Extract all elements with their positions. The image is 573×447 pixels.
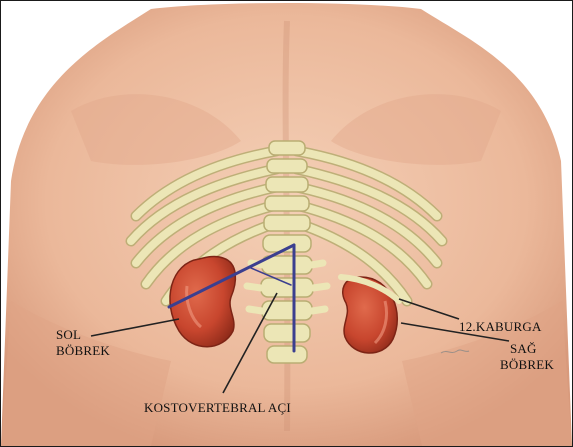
costovertebral-angle-label: KOSTOVERTEBRAL AÇI	[144, 400, 291, 416]
left-kidney-label: SOL BÖBREK	[56, 327, 110, 359]
rib-label: 12.KABURGA	[459, 319, 542, 335]
left-kidney-label-line2: BÖBREK	[56, 343, 110, 359]
right-kidney-label: SAĞ BÖBREK	[510, 341, 554, 373]
right-kidney-label-line2: BÖBREK	[500, 357, 554, 373]
right-kidney-label-line1: SAĞ	[510, 341, 554, 357]
left-kidney-label-line1: SOL	[56, 327, 110, 343]
